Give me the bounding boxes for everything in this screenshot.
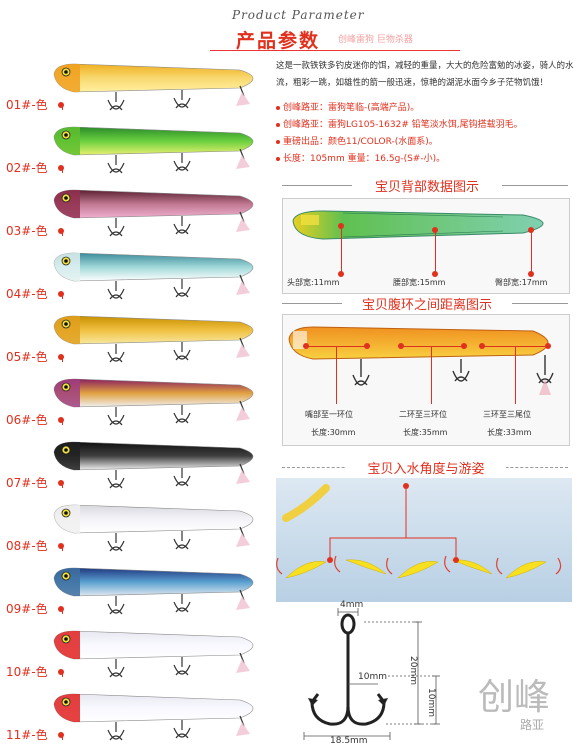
bullet-icon [276, 139, 280, 144]
color-label: 08#-色 [6, 539, 48, 553]
spec-item: 创峰路亚：雷狗LG105-1632# 铅笔淡水饵,尾钩搭载羽毛。 [276, 117, 523, 130]
bullet-icon [276, 156, 280, 161]
belly-section-title: 宝贝腹环之间距离图示 [342, 294, 512, 313]
belly-label-2: 二环至三环位 [399, 410, 447, 419]
belly-label-3: 三环至三尾位 [483, 410, 531, 419]
swim-section-title-bar: 宝贝入水角度与游姿 [282, 458, 568, 477]
lure-item: 07#-色 [0, 436, 275, 499]
hook-width: 18.5mm [330, 736, 368, 746]
lure-image [53, 63, 254, 111]
belly-section-title-bar: 宝贝腹环之间距离图示 [282, 294, 568, 313]
treble-hook-image [303, 608, 440, 740]
lure-item: 04#-色 [0, 247, 275, 310]
belly-diagram: 嘴部至一环位 二环至三环位 三环至三尾位 长度:30mm 长度:35mm 长度:… [282, 314, 570, 446]
lure-image [53, 189, 254, 237]
color-label: 05#-色 [6, 350, 48, 364]
spec-text: 重磅出品：颜色11/COLOR-(水面系)。 [283, 137, 438, 147]
watermark-logo: 创峰 [478, 677, 551, 718]
lure-item: 01#-色 [0, 58, 275, 121]
swim-section-title: 宝贝入水角度与游姿 [346, 458, 506, 477]
color-dot [58, 606, 64, 612]
lure-image [53, 315, 254, 363]
lure-item: 11#-色 [0, 688, 275, 751]
lure-image [53, 693, 254, 741]
bullet-icon [276, 122, 280, 127]
color-dot [58, 354, 64, 360]
color-label: 04#-色 [6, 287, 48, 301]
color-dot [58, 165, 64, 171]
color-dot [58, 417, 64, 423]
belly-length-2: 长度:35mm [403, 428, 448, 437]
watermark-sub: 路亚 [520, 718, 545, 732]
header-divider [210, 50, 460, 51]
hook-inner: 10mm [358, 672, 387, 682]
spec-item: 创峰路亚：雷狗笔临-(高端产品)。 [276, 100, 419, 113]
header-title-en: Product Parameter [232, 8, 365, 22]
spec-item: 长度：105mm 重量：16.5g-(S#-小)。 [276, 151, 445, 164]
lure-item: 02#-色 [0, 121, 275, 184]
color-dot [58, 228, 64, 234]
lure-image [53, 252, 254, 300]
lure-image [53, 630, 254, 678]
belly-label-1: 嘴部至一环位 [305, 410, 353, 419]
spec-text: 创峰路亚：雷狗笔临-(高端产品)。 [283, 103, 420, 113]
bullet-icon [276, 105, 280, 110]
belly-length-1: 长度:30mm [311, 428, 356, 437]
color-dot [58, 543, 64, 549]
hook-shank: 10mm [426, 688, 436, 717]
color-label: 10#-色 [6, 665, 48, 679]
lure-image [53, 441, 254, 489]
color-label: 11#-色 [6, 728, 48, 742]
spec-text: 长度：105mm 重量：16.5g-(S#-小)。 [283, 154, 446, 164]
color-dot [58, 291, 64, 297]
back-section-title-bar: 宝贝背部数据图示 [282, 176, 568, 195]
hook-height: 20mm [408, 656, 418, 685]
color-dot [58, 732, 64, 738]
header-subtitle: 创峰雷狗 巨物杀器 [338, 35, 413, 45]
belly-lure-image [288, 326, 554, 395]
hook-diagram: 4mm 10mm 20mm 10mm 18.5mm [290, 600, 450, 746]
spec-item: 重磅出品：颜色11/COLOR-(水面系)。 [276, 134, 438, 147]
color-label: 07#-色 [6, 476, 48, 490]
back-section-title: 宝贝背部数据图示 [352, 176, 502, 195]
color-dot [58, 102, 64, 108]
color-label: 02#-色 [6, 161, 48, 175]
color-label: 01#-色 [6, 98, 48, 112]
lure-item: 06#-色 [0, 373, 275, 436]
lure-item: 08#-色 [0, 499, 275, 562]
lure-image [53, 504, 254, 552]
product-description: 这是一款铁铁多钓皮迷你的饵，减轻的重量，大大的危险富勉的冰姿，骑人的水流，粗彩一… [276, 61, 574, 88]
color-label: 03#-色 [6, 224, 48, 238]
color-dot [58, 480, 64, 486]
swim-diagram [276, 478, 572, 602]
back-label-hip: 臀部宽:17mm [495, 278, 548, 287]
back-lure-image [292, 210, 544, 240]
lure-image [53, 126, 254, 174]
color-label: 09#-色 [6, 602, 48, 616]
lure-image [53, 378, 254, 426]
lure-item: 10#-色 [0, 625, 275, 688]
lure-item: 09#-色 [0, 562, 275, 625]
hook-width-top: 4mm [340, 600, 364, 610]
back-label-head: 头部宽:11mm [287, 278, 340, 287]
spec-text: 创峰路亚：雷狗LG105-1632# 铅笔淡水饵,尾钩搭载羽毛。 [283, 120, 523, 130]
belly-length-3: 长度:33mm [487, 428, 532, 437]
lure-item: 03#-色 [0, 184, 275, 247]
color-label: 06#-色 [6, 413, 48, 427]
color-dot [58, 669, 64, 675]
header-title-cn: 产品参数 [236, 30, 321, 52]
swim-motion-image [276, 484, 562, 579]
back-label-waist: 腰部宽:15mm [393, 278, 446, 287]
lure-item: 05#-色 [0, 310, 275, 373]
back-diagram: 头部宽:11mm 腰部宽:15mm 臀部宽:17mm [282, 198, 570, 294]
lure-image [53, 567, 254, 615]
